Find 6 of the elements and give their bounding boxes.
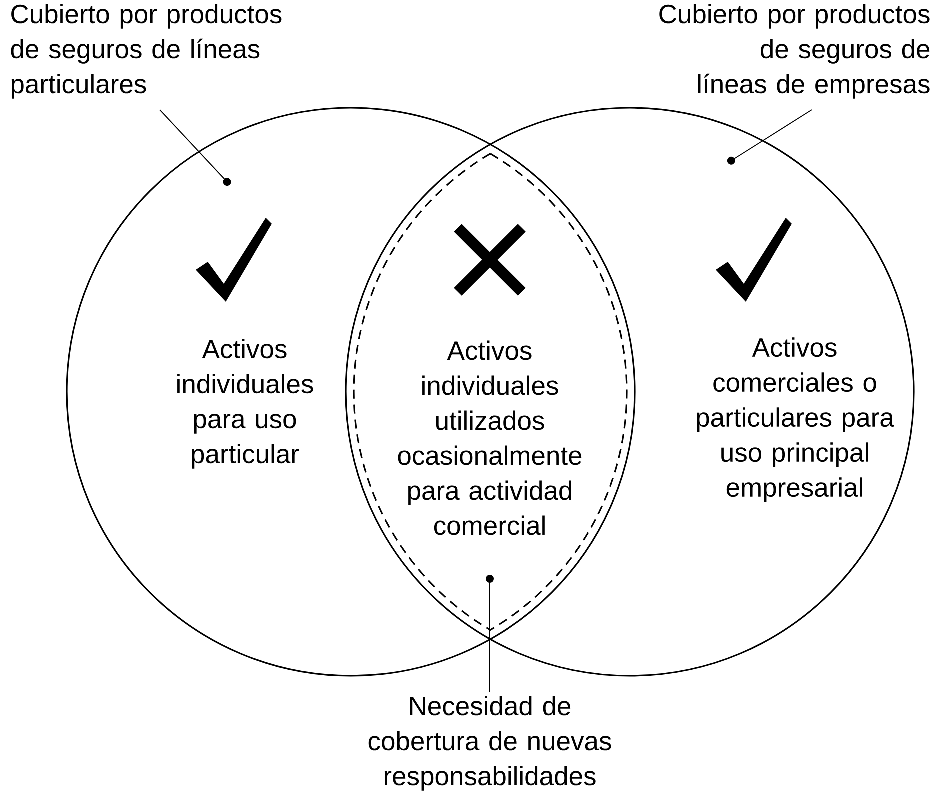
leader-line [160,110,232,186]
leader-line [486,575,494,692]
callout-text: Cubierto por productos de seguros de líneas particulares [11,4,282,99]
leader-line [727,110,812,165]
callout-text: Necesidad de cobertura de nuevas responsabilidades [368,696,612,791]
callout-text: Cubierto por productos de seguros de líneas de empresas [660,4,930,99]
